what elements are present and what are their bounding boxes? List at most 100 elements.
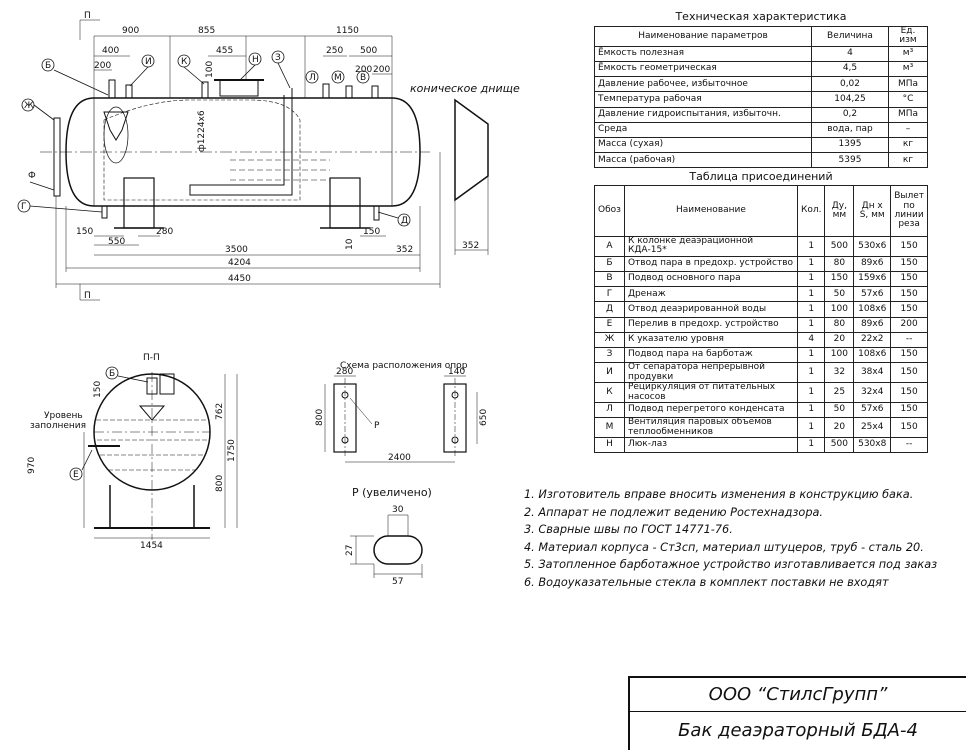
- conn-dn: 25х4: [853, 417, 892, 438]
- specs-value: 0,02: [811, 76, 889, 93]
- specs-param: Ёмкость геометрическая: [594, 61, 812, 78]
- specs-value: 4,5: [811, 61, 889, 78]
- specs-unit: кг: [888, 136, 928, 154]
- conn-dn: 159х6: [853, 271, 892, 288]
- nozzle-letter-k: К: [181, 57, 188, 67]
- connections-table: Обоз Наименование Кол. Ду, мм Дн х S, мм…: [594, 185, 928, 454]
- conn-header-name: Наименование: [623, 185, 798, 237]
- specs-unit: °С: [888, 91, 928, 108]
- conn-length: 150: [890, 346, 928, 364]
- conn-du: 25: [824, 382, 855, 403]
- specs-unit: –: [888, 121, 928, 139]
- conn-header-code: Обоз: [594, 185, 625, 237]
- dim-500: 500: [360, 46, 377, 56]
- conn-code: Ж: [594, 331, 625, 349]
- specs-header-param: Наименование параметров: [594, 26, 812, 47]
- section-title: П-П: [143, 353, 160, 363]
- conn-qty: 1: [796, 236, 826, 257]
- bottom-dimensions: [55, 152, 441, 288]
- specs-unit: м³: [888, 45, 928, 63]
- conn-name: Подвод перегретого конденсата: [623, 401, 798, 419]
- dim-800-supports: 800: [315, 409, 325, 426]
- dim-280: 280: [156, 227, 173, 237]
- dim-27-detail: 27: [345, 545, 355, 556]
- conn-qty: 1: [796, 271, 826, 288]
- conn-du: 80: [824, 316, 855, 333]
- specs-value: 4: [811, 45, 889, 63]
- dim-150-a: 150: [76, 227, 93, 237]
- conn-du: 150: [824, 271, 855, 288]
- conn-length: 150: [890, 236, 928, 257]
- nozzle-markers: [17, 50, 411, 481]
- conn-du: 32: [824, 362, 855, 384]
- specs-param: Масса (сухая): [594, 136, 812, 154]
- top-dimensions: [79, 19, 393, 301]
- conn-code: Л: [594, 401, 625, 419]
- nozzle-letter-zh: Ж: [24, 101, 34, 111]
- conn-qty: 1: [796, 436, 826, 454]
- conn-du: 80: [824, 255, 855, 273]
- conn-name: К колонке деаэрационной КДА-15*: [623, 236, 798, 257]
- dim-352-a: 352: [396, 245, 413, 255]
- nozzle-letter-m: М: [334, 73, 342, 83]
- conn-dn: 530х6: [853, 236, 892, 257]
- dim-352-b: 352: [462, 241, 479, 251]
- note-6: 6. Водоуказательные стекла в комплект по…: [524, 575, 889, 589]
- conn-code: Г: [594, 286, 625, 303]
- specs-value: 104,25: [811, 91, 889, 108]
- dim-1750: 1750: [227, 439, 237, 462]
- conn-qty: 1: [796, 401, 826, 419]
- detail-p: [350, 514, 423, 578]
- conn-code: А: [594, 236, 625, 257]
- conn-du: 500: [824, 436, 855, 454]
- conn-qty: 1: [796, 362, 826, 384]
- conn-name: Подвод основного пара: [623, 271, 798, 288]
- nozzle-letter-n: Н: [252, 55, 259, 65]
- vessel-side-view: [40, 79, 430, 229]
- dim-400: 400: [102, 46, 119, 56]
- specs-unit: МПа: [888, 76, 928, 93]
- conn-length: --: [890, 436, 928, 454]
- dim-150-b: 150: [363, 227, 380, 237]
- note-3: 3. Сварные швы по ГОСТ 14771-76.: [524, 523, 733, 536]
- conn-du: 50: [824, 401, 855, 419]
- conn-name: Рециркуляция от питательных насосов: [623, 382, 798, 403]
- supports-layout: [324, 375, 478, 463]
- specs-value: 1395: [811, 136, 889, 154]
- dim-455: 455: [216, 46, 233, 56]
- dim-200-a: 200: [94, 61, 111, 71]
- conn-length: 150: [890, 286, 928, 303]
- conn-length: 150: [890, 362, 928, 384]
- dim-970: 970: [27, 457, 37, 474]
- conn-length: 200: [890, 316, 928, 333]
- dim-4450: 4450: [228, 274, 251, 284]
- drawing-labels: П П коническое днище П-П Схема расположе…: [21, 11, 520, 587]
- specs-param: Среда: [594, 121, 812, 139]
- dim-100: 100: [205, 61, 215, 78]
- detail-ref: Р: [374, 421, 380, 431]
- conn-du: 100: [824, 346, 855, 364]
- dim-200-c: 200: [373, 65, 390, 75]
- specs-unit: МПа: [888, 106, 928, 123]
- specs-title: Техническая характеристика: [675, 10, 847, 23]
- conn-header-length: Вылет по линии реза: [890, 185, 928, 237]
- nozzle-letter-g: Г: [21, 202, 27, 212]
- dim-10: 10: [345, 238, 355, 250]
- conn-qty: 1: [796, 255, 826, 273]
- conn-dn: 38х4: [853, 362, 892, 384]
- conn-dn: 108х6: [853, 301, 892, 318]
- conn-qty: 1: [796, 346, 826, 364]
- company-name: ООО “СтилсГрупп”: [630, 678, 966, 712]
- nozzle-letter-z: З: [275, 53, 281, 63]
